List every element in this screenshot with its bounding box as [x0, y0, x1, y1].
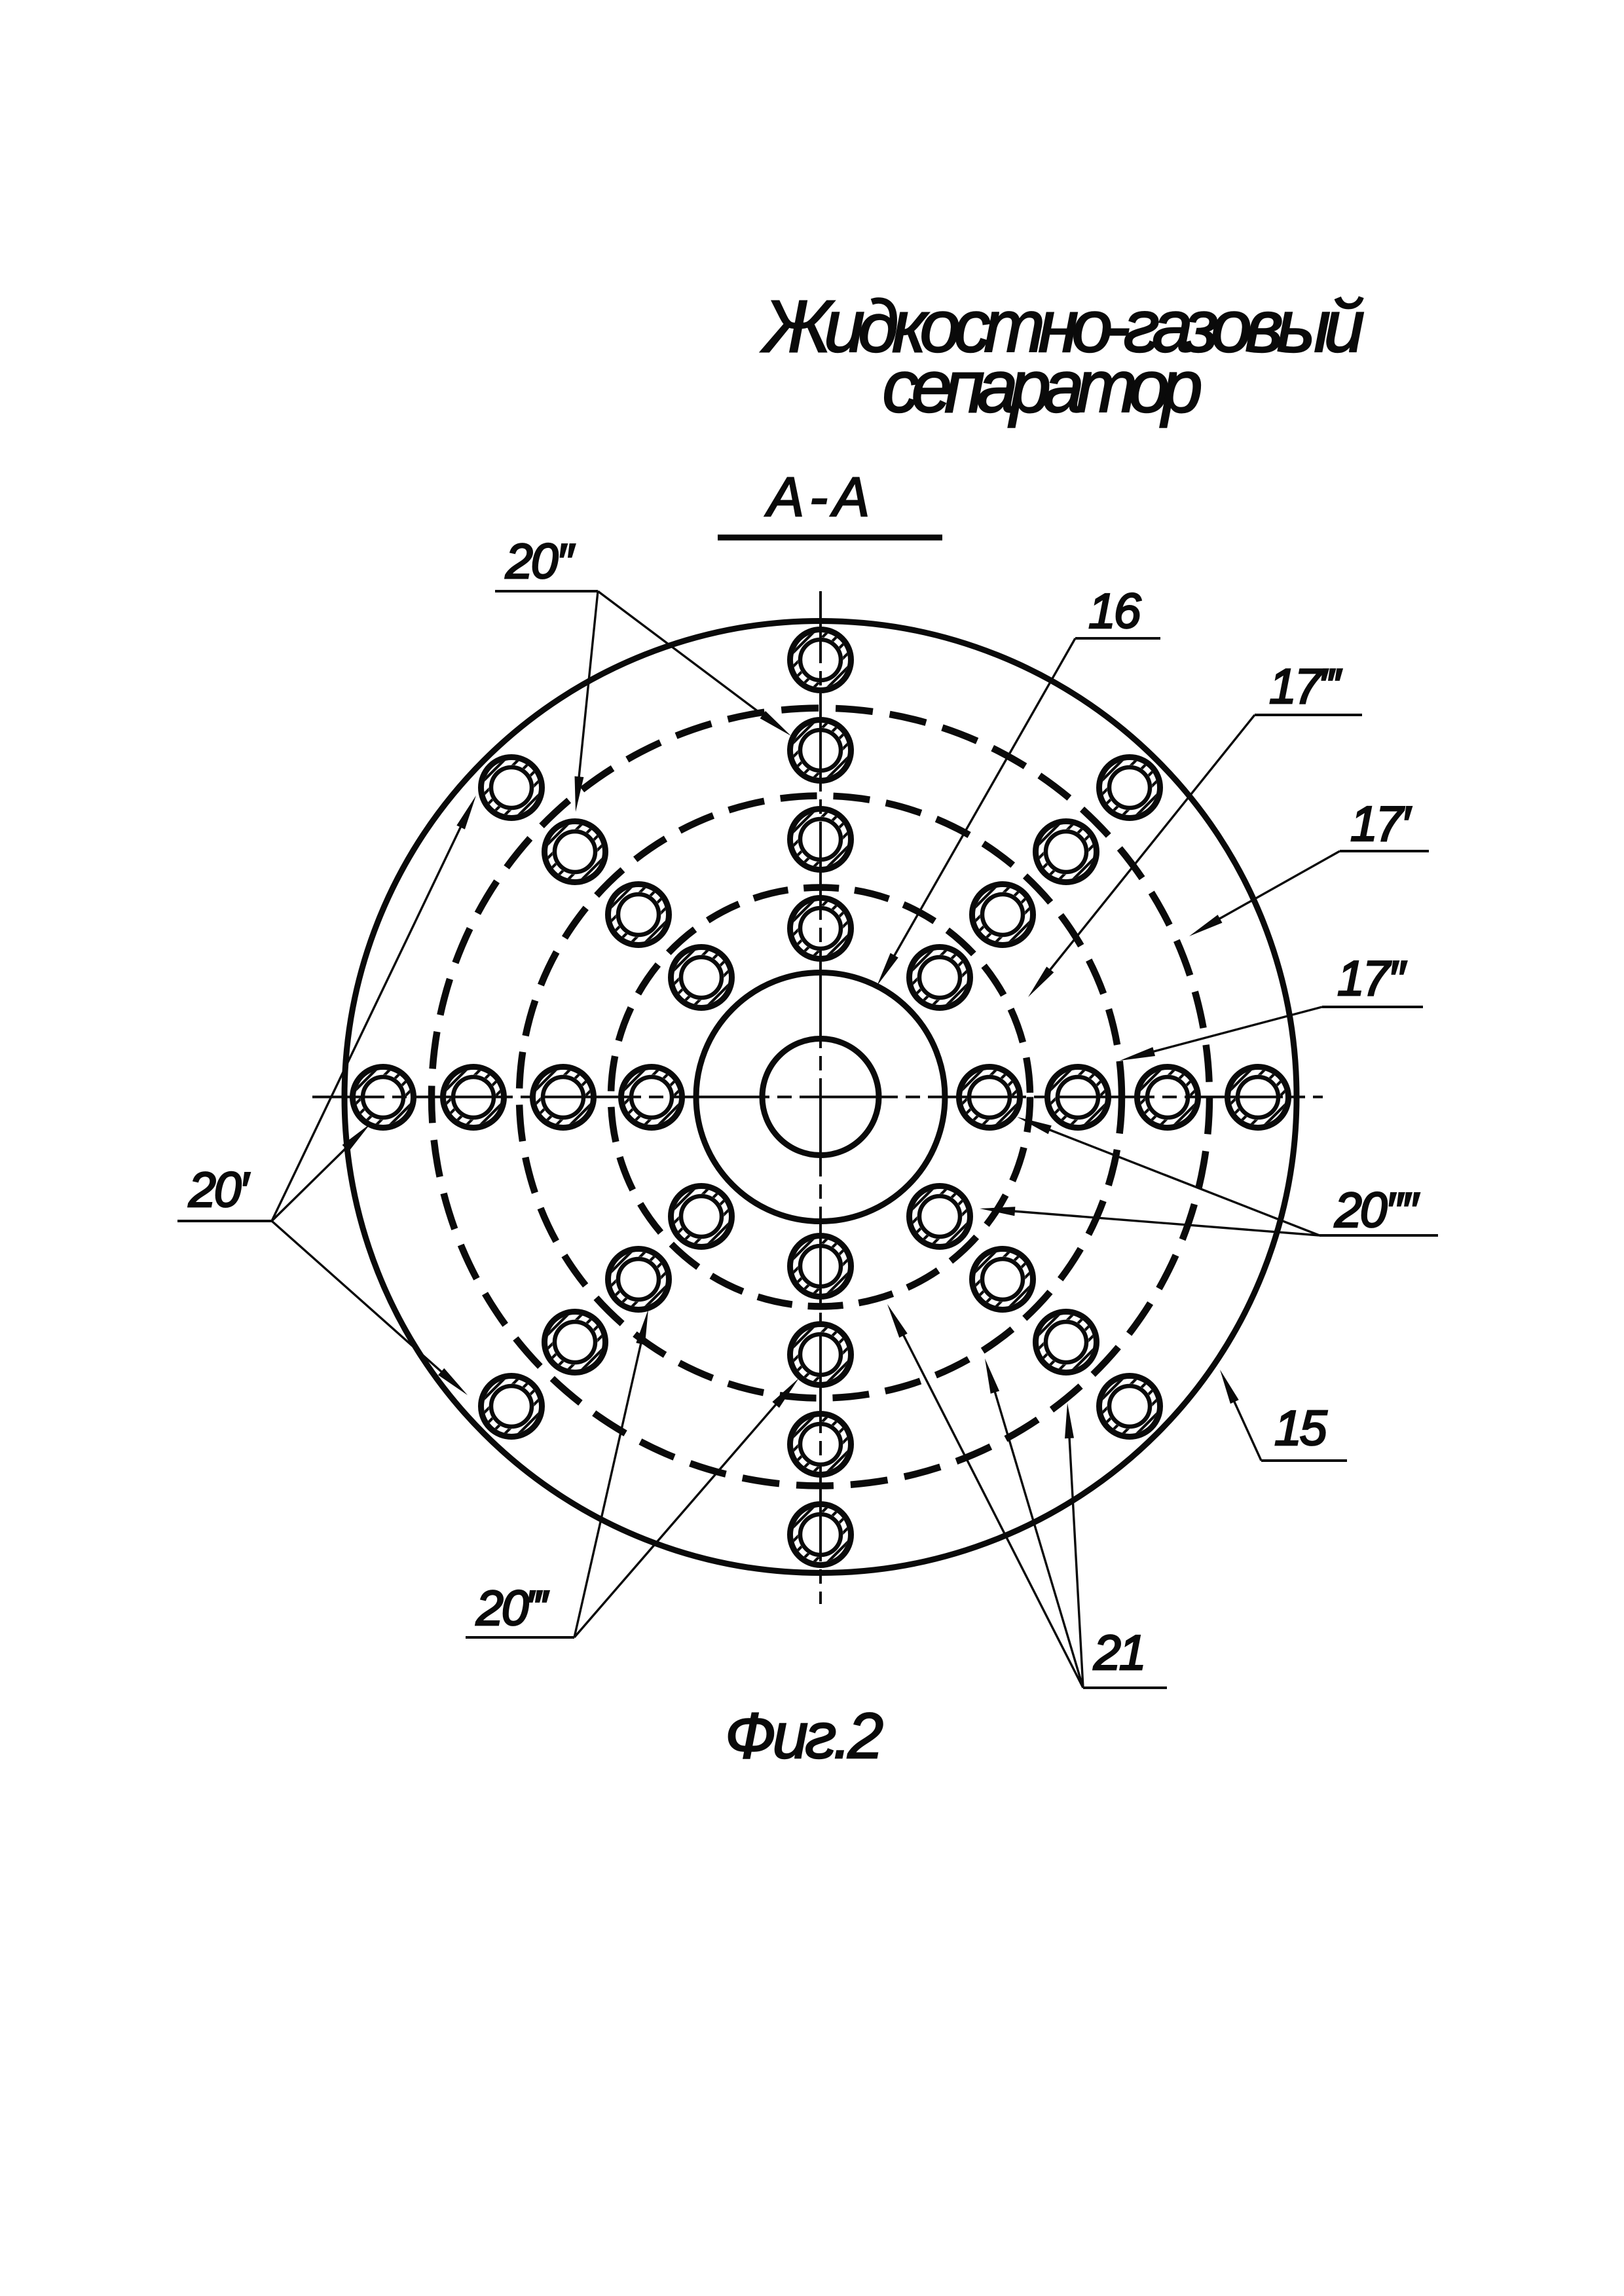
svg-text:20′: 20′: [188, 1162, 250, 1217]
svg-text:20″″: 20″″: [1334, 1182, 1420, 1237]
svg-text:17‴: 17‴: [1269, 659, 1342, 714]
svg-text:20‴: 20‴: [475, 1580, 549, 1635]
svg-text:А-А: А-А: [764, 466, 870, 528]
svg-text:17′: 17′: [1350, 796, 1412, 851]
svg-text:20″: 20″: [505, 534, 575, 589]
svg-text:сепаратор: сепаратор: [883, 346, 1203, 428]
svg-text:17″: 17″: [1337, 951, 1407, 1006]
svg-text:16: 16: [1088, 583, 1141, 638]
svg-text:15: 15: [1274, 1400, 1327, 1455]
svg-text:Фиг.2: Фиг.2: [725, 1700, 883, 1772]
svg-text:21: 21: [1093, 1625, 1144, 1680]
svg-text:Жидкостно-газовый: Жидкостно-газовый: [760, 285, 1365, 367]
